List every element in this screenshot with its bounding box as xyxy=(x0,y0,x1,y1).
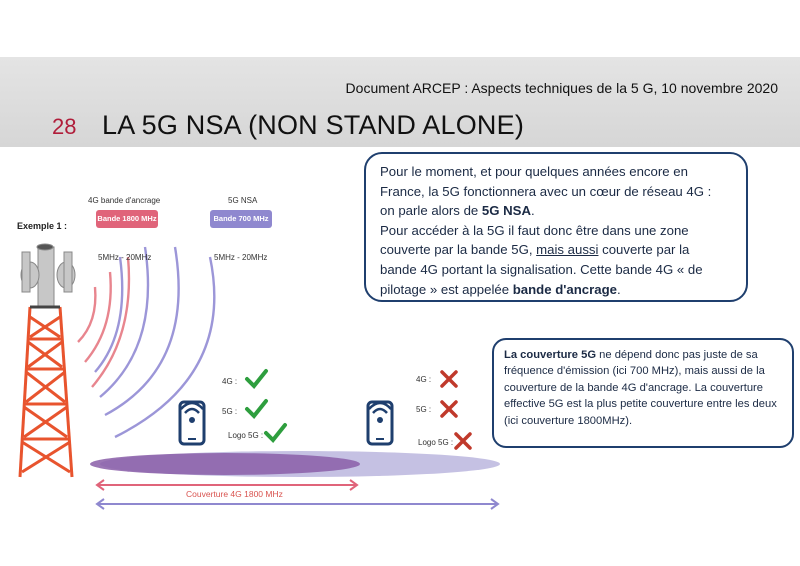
phone-b-label-5g: 5G : xyxy=(416,405,432,414)
info-box-coverage: La couverture 5G ne dépend donc pas just… xyxy=(492,338,794,448)
coverage-4g-ellipse xyxy=(90,453,360,475)
info-line: Pour le moment, et pour quelques années … xyxy=(380,164,688,179)
check-icon xyxy=(245,399,268,419)
coverage-text: ne dépend donc pas juste de sa fréquence… xyxy=(504,349,777,427)
phone-b-label-logo: Logo 5G : xyxy=(418,438,454,447)
phone-a-label-4g: 4G : xyxy=(222,377,238,386)
coverage-4g-label: Couverture 4G 1800 MHz xyxy=(186,489,283,499)
band-caption-anchor: 4G bande d'ancrage xyxy=(88,196,161,205)
slide-title: LA 5G NSA (NON STAND ALONE) xyxy=(102,110,525,140)
header-band xyxy=(0,57,800,147)
info-line: pilotage » est appelée bande d'ancrage. xyxy=(380,281,621,297)
coverage-4g-arrow xyxy=(95,479,359,491)
cell-tower xyxy=(18,306,74,478)
coverage-heading: La couverture 5G xyxy=(504,349,597,361)
info-line: couverte par la bande 5G, mais aussi cou… xyxy=(380,242,690,258)
diagram-illustration xyxy=(18,243,500,510)
phone-a-label-logo: Logo 5G : xyxy=(228,431,264,440)
phone-b-label-4g: 4G : xyxy=(416,375,432,384)
check-icon xyxy=(245,369,268,389)
band-width-nsa: 5MHz - 20MHz xyxy=(214,253,268,262)
tower-antennas xyxy=(20,243,76,308)
signal-arcs xyxy=(77,246,216,439)
cross-icon xyxy=(454,432,472,450)
info-line: bande 4G portant la signalisation. Cette… xyxy=(380,261,703,277)
coverage-5g-arrow xyxy=(95,498,500,510)
check-icon xyxy=(264,423,287,443)
info-line: France, la 5G fonctionnera avec un cœur … xyxy=(380,183,712,199)
band-caption-nsa: 5G NSA xyxy=(228,196,258,205)
band-box-700: Bande 700 MHz xyxy=(210,210,272,228)
phone-icon-b xyxy=(366,400,394,446)
document-reference: Document ARCEP : Aspects techniques de l… xyxy=(345,80,778,96)
info-line: Pour accéder à la 5G il faut donc être d… xyxy=(380,222,689,238)
cross-icon xyxy=(440,400,458,418)
band-box-1800: Bande 1800 MHz xyxy=(96,210,158,228)
cross-icon xyxy=(440,370,458,388)
info-box-nsa: Pour le moment, et pour quelques années … xyxy=(364,152,748,302)
phone-a-label-5g: 5G : xyxy=(222,407,238,416)
slide-number: 28 xyxy=(52,114,77,139)
band-width-anchor: 5MHz - 20MHz xyxy=(98,253,152,262)
info-line: on parle alors de 5G NSA. xyxy=(380,203,535,219)
example-label: Exemple 1 : xyxy=(17,221,68,231)
phone-icon-a xyxy=(178,400,206,446)
